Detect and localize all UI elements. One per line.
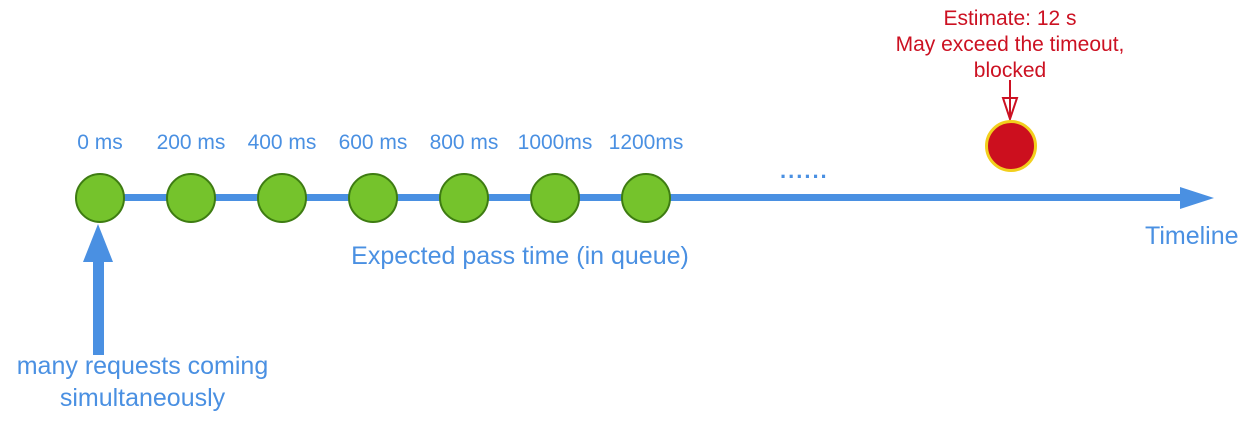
timeline-tick: 600 ms [328, 131, 418, 223]
tick-time-label: 1200ms [608, 131, 684, 154]
timeline-axis-label: Timeline [1145, 222, 1239, 250]
tick-time-label: 1000ms [517, 131, 593, 154]
queue-note: Expected pass time (in queue) [351, 242, 689, 270]
incoming-note: many requests coming simultaneously [0, 350, 285, 414]
blocked-note-line3: blocked [973, 59, 1047, 82]
tick-time-label: 600 ms [338, 131, 408, 154]
queued-request-dot-icon [348, 173, 398, 223]
timeline-tick: 200 ms [146, 131, 236, 223]
tick-time-label: 200 ms [156, 131, 226, 154]
incoming-arrow-icon [83, 224, 113, 262]
blocked-arrow-icon [1001, 80, 1019, 122]
queued-request-dot-icon [439, 173, 489, 223]
queued-request-dot-icon [621, 173, 671, 223]
timeline-ellipsis: ...... [780, 158, 829, 183]
incoming-note-line2: simultaneously [59, 384, 226, 412]
timeline-tick: 400 ms [237, 131, 327, 223]
tick-time-label: 0 ms [77, 131, 123, 154]
queued-request-dot-icon [166, 173, 216, 223]
timeline-tick: 0 ms [55, 131, 145, 223]
queued-request-dot-icon [75, 173, 125, 223]
timeline-arrowhead-icon [1180, 187, 1214, 209]
timeline-tick: 800 ms [419, 131, 509, 223]
blocked-note-line2: May exceed the timeout, [895, 33, 1125, 56]
blocked-note: Estimate: 12 s May exceed the timeout, b… [835, 6, 1185, 84]
incoming-arrow-shaft [93, 258, 104, 355]
timeline-tick: 1000ms [510, 131, 600, 223]
queued-request-dot-icon [530, 173, 580, 223]
tick-time-label: 400 ms [247, 131, 317, 154]
blocked-request-dot-icon [985, 120, 1037, 172]
blocked-note-line1: Estimate: 12 s [943, 7, 1077, 30]
timeline-tick: 1200ms [601, 131, 691, 223]
tick-time-label: 800 ms [429, 131, 499, 154]
queued-request-dot-icon [257, 173, 307, 223]
incoming-note-line1: many requests coming [16, 352, 269, 380]
